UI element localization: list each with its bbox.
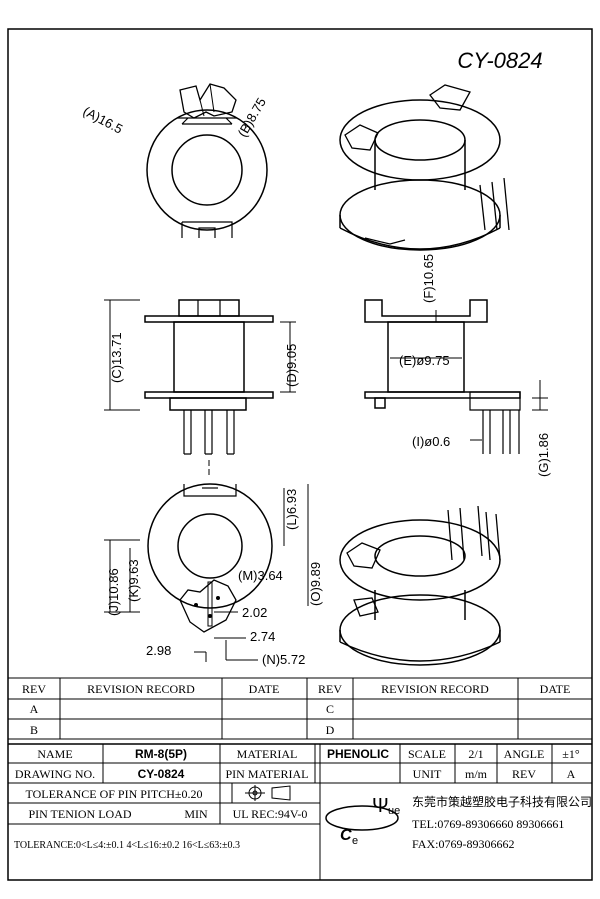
rev-row-a: A — [30, 702, 39, 716]
rev-header-2: REV — [318, 682, 342, 696]
scale-label: SCALE — [408, 747, 446, 761]
bottom-view — [147, 483, 273, 633]
dim-d: (D)9.05 — [284, 344, 299, 387]
material-label: MATERIAL — [237, 747, 298, 761]
tolerance-line: TOLERANCE:0<L≤4:±0.1 4<L≤16:±0.2 16<L≤63… — [14, 840, 240, 851]
pin-tension-label: PIN TENION LOAD — [28, 807, 131, 821]
side-view — [364, 299, 521, 454]
rev-row-d: D — [326, 723, 335, 737]
company-logo: C e Ψ ue — [325, 795, 400, 847]
drawing-no-label: DRAWING NO. — [15, 767, 95, 781]
dim-k: (K)9.63 — [126, 559, 141, 602]
angle-value: ±1° — [562, 747, 580, 761]
company-fax: FAX:0769-89306662 — [412, 837, 514, 851]
rev-row-b: B — [30, 723, 38, 737]
sheet-border — [7, 28, 593, 881]
dim-c: (C)13.71 — [109, 332, 124, 383]
title-block-grid — [8, 743, 592, 880]
rev-header-1: REV — [22, 682, 46, 696]
revision-table-grid — [8, 677, 592, 740]
side-view-dim-lines — [390, 310, 548, 441]
angle-label: ANGLE — [504, 747, 545, 761]
dim-l: (L)6.93 — [284, 489, 299, 530]
dim-p1: 2.02 — [242, 605, 267, 620]
ul-rec: UL REC:94V-0 — [233, 807, 308, 821]
dim-e: (E)ø9.75 — [399, 353, 450, 368]
name-value: RM-8(5P) — [135, 747, 187, 761]
dim-g: (G)1.86 — [536, 433, 551, 477]
top-view — [146, 83, 268, 238]
material-value: PHENOLIC — [327, 747, 389, 761]
scale-value: 2/1 — [468, 747, 483, 761]
bottom-view-dim-lines — [104, 484, 309, 662]
dim-n: (N)5.72 — [262, 652, 305, 667]
logo-letter-psi: Ψ — [372, 795, 389, 817]
dim-j: (J)10.86 — [106, 568, 121, 616]
date-header-2: DATE — [540, 682, 571, 696]
unit-label: UNIT — [413, 767, 442, 781]
logo-letter-e: e — [352, 835, 358, 847]
front-view-dim-lines — [104, 299, 296, 411]
rev-label: REV — [512, 767, 536, 781]
logo-letter-c: C — [340, 827, 352, 844]
isometric-view-top — [339, 84, 510, 251]
projection-symbol — [245, 785, 291, 801]
unit-value: m/m — [465, 767, 488, 781]
pin-pitch-tolerance: TOLERANCE OF PIN PITCH±0.20 — [25, 787, 202, 801]
name-label: NAME — [37, 747, 72, 761]
rev-row-c: C — [326, 702, 334, 716]
dim-o: (O)9.89 — [308, 562, 323, 606]
revision-record-header-1: REVISION RECORD — [87, 682, 195, 696]
pin-tension-value: MIN — [184, 807, 208, 821]
rev-value: A — [567, 767, 576, 781]
dim-f: (F)10.65 — [421, 254, 436, 303]
dim-p3: 2.98 — [146, 643, 171, 658]
company-tel: TEL:0769-89306660 89306661 — [412, 817, 564, 831]
logo-letter-ue: ue — [388, 805, 400, 817]
drawing-no-value: CY-0824 — [138, 767, 185, 781]
dim-i: (I)ø0.6 — [412, 434, 450, 449]
dim-b: (B)8.75 — [235, 95, 269, 139]
drawing-title: CY-0824 — [457, 48, 542, 73]
company-name: 东莞市策越塑胶电子科技有限公司 — [412, 794, 592, 809]
isometric-view-bottom — [339, 505, 501, 666]
revision-record-header-2: REVISION RECORD — [381, 682, 489, 696]
date-header-1: DATE — [249, 682, 280, 696]
dim-p2: 2.74 — [250, 629, 275, 644]
front-view — [144, 299, 274, 476]
dim-m: (M)3.64 — [238, 568, 283, 583]
dim-a: (A)16.5 — [81, 103, 126, 136]
pin-material-label: PIN MATERIAL — [226, 767, 309, 781]
